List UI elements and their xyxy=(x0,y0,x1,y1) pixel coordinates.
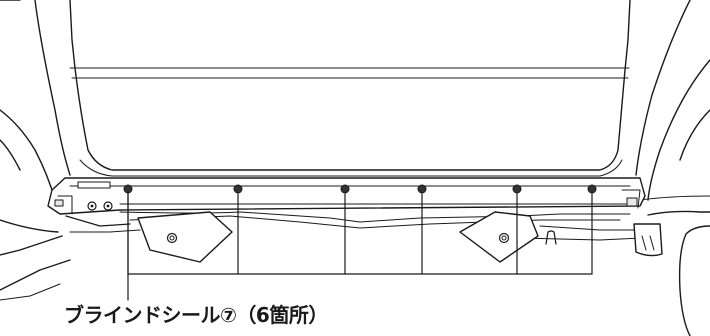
underbody-members xyxy=(0,211,663,301)
door-panel xyxy=(69,0,631,177)
seal-markers xyxy=(123,184,597,275)
right-wheel-arch xyxy=(635,0,710,336)
blind-seal-marker xyxy=(233,184,243,194)
left-body-outline xyxy=(0,0,71,291)
blind-seal-marker xyxy=(512,184,522,194)
blind-seal-marker xyxy=(587,184,597,194)
blind-seal-marker xyxy=(417,184,427,194)
blind-seal-marker xyxy=(340,184,350,194)
blind-seal-label: ブラインドシール⑦（6箇所） xyxy=(64,303,328,327)
side-sill xyxy=(47,177,646,215)
blind-seal-marker xyxy=(123,184,133,194)
